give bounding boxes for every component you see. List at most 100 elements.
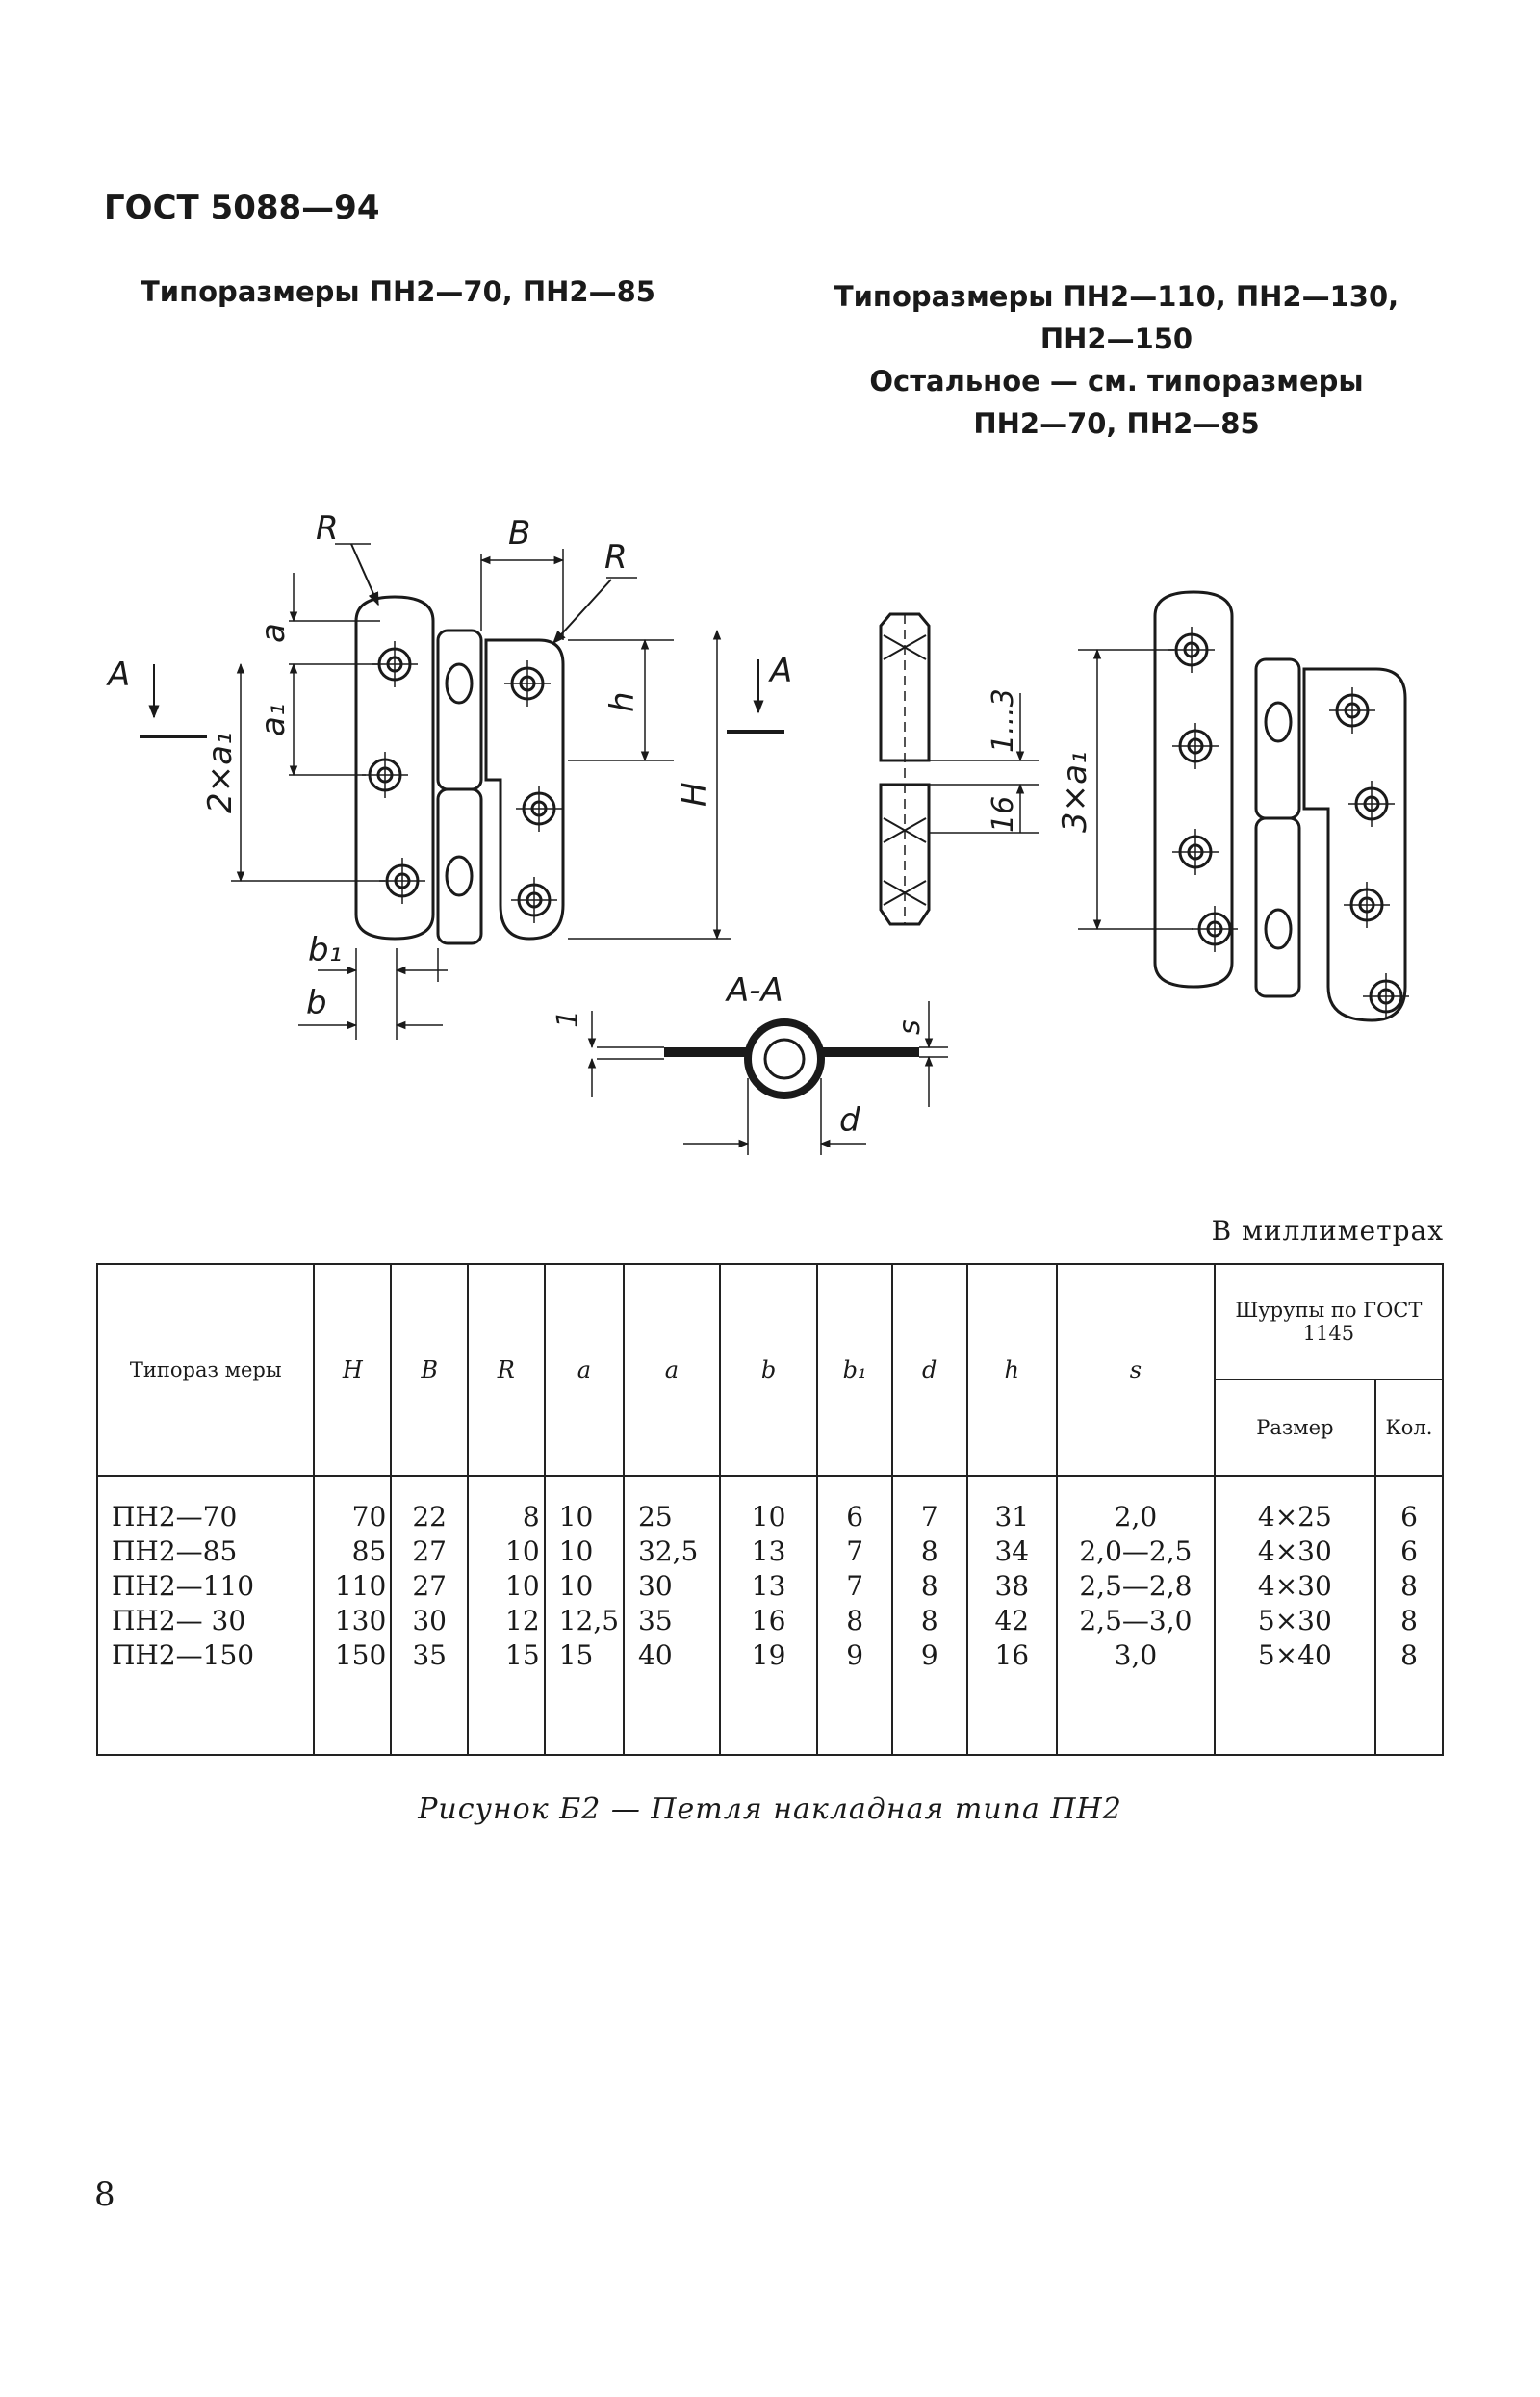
caption-right-line-2: ПН2—150	[1040, 322, 1194, 355]
col-R: 8 10 10 12 15	[467, 1475, 546, 1756]
knuckle-upper	[436, 629, 483, 791]
table-cell: 12,5	[558, 1605, 620, 1637]
table-cell: 10	[558, 1570, 594, 1602]
table-cell: 2,0—2,5	[1079, 1535, 1193, 1567]
table-cell: 3,0	[1114, 1639, 1158, 1671]
label-H: H	[676, 782, 714, 807]
label-1: 1	[552, 1010, 585, 1028]
side-view: 1...3 16	[879, 612, 1040, 926]
header-screws: Шурупы по ГОСТ 1145	[1213, 1263, 1445, 1380]
col-screw-qty: 6 6 8 8 8	[1374, 1475, 1444, 1756]
table-cell: 15	[505, 1639, 540, 1671]
label-A-right: A	[768, 652, 792, 690]
table-cell: 2,0	[1114, 1501, 1158, 1533]
label-R1: R	[316, 509, 339, 548]
screw-hole	[362, 752, 408, 798]
figure-caption: Рисунок Б2 — Петля накладная типа ПН2	[418, 1792, 1122, 1826]
table-cell: ПН2— 30	[112, 1605, 246, 1637]
col-a: 10 10 10 12,5 15	[543, 1475, 626, 1756]
table-cell: 70	[351, 1501, 387, 1533]
table-cell: 6	[1400, 1535, 1418, 1567]
header-screw-qty: Кол.	[1374, 1379, 1444, 1477]
header-b: b	[718, 1263, 819, 1477]
table-cell: 10	[558, 1535, 594, 1567]
table-cell: 150	[334, 1639, 387, 1671]
label-b1: b₁	[308, 931, 342, 969]
col-size: ПН2—70 ПН2—85 ПН2—110 ПН2— 30 ПН2—150	[95, 1475, 316, 1756]
table-cell: 10	[558, 1501, 594, 1533]
label-h: h	[603, 691, 642, 712]
table-cell: ПН2—150	[112, 1639, 255, 1671]
table-cell: 7	[846, 1570, 864, 1602]
table-cell: 10	[751, 1501, 786, 1533]
caption-right-line-1: Типоразмеры ПН2—110, ПН2—130,	[834, 280, 1399, 313]
caption-right-line-4: ПН2—70, ПН2—85	[973, 407, 1260, 440]
table-cell: 9	[920, 1639, 938, 1671]
table-cell: 8	[846, 1605, 864, 1637]
page-number: 8	[94, 2176, 116, 2214]
label-A-left: A	[106, 656, 130, 694]
col-b: 10 13 13 16 19	[718, 1475, 819, 1756]
table-cell: 30	[412, 1605, 447, 1637]
table-cell: 8	[920, 1605, 938, 1637]
header-B: B	[390, 1263, 469, 1477]
table-cell: 2,5—2,8	[1079, 1570, 1193, 1602]
table-cell: 4×25	[1257, 1501, 1332, 1533]
header-screw-size: Размер	[1213, 1379, 1377, 1477]
label-section: A-A	[725, 971, 783, 1010]
table-cell: 5×40	[1257, 1639, 1332, 1671]
label-s: s	[893, 1019, 927, 1035]
col-b1: 6 7 7 8 9	[816, 1475, 893, 1756]
header-d: d	[890, 1263, 968, 1477]
table-cell: 16	[994, 1639, 1030, 1671]
table-cell: 2,5—3,0	[1079, 1605, 1193, 1637]
table-cell: 10	[505, 1570, 540, 1602]
col-H: 70 85 110 130 150	[313, 1475, 393, 1756]
col-B: 22 27 27 30 35	[390, 1475, 469, 1756]
table-cell: ПН2—110	[112, 1570, 255, 1602]
table-cell: 8	[1400, 1570, 1418, 1602]
dimensions-table: Типораз меры H B R a a b b₁ d h s Шурупы…	[95, 1263, 1445, 1756]
table-cell: 130	[334, 1605, 387, 1637]
label-2xa1: 2×a₁	[201, 732, 240, 813]
col-d: 7 8 8 8 9	[890, 1475, 968, 1756]
table-cell: 27	[412, 1570, 447, 1602]
header-b1: b₁	[816, 1263, 893, 1477]
header-s: s	[1056, 1263, 1216, 1477]
label-16: 16	[987, 796, 1020, 833]
table-cell: 19	[751, 1639, 786, 1671]
table-cell: 38	[994, 1570, 1030, 1602]
table-cell: 7	[846, 1535, 864, 1567]
table-cell: 5×30	[1257, 1605, 1332, 1637]
knuckle-lower	[436, 787, 483, 945]
section-view: A-A 1 s d	[552, 971, 948, 1155]
col-a1: 25 32,5 30 35 40	[623, 1475, 721, 1756]
table-cell: 35	[412, 1639, 447, 1671]
table-cell: 40	[638, 1639, 673, 1671]
table-cell: 4×30	[1257, 1570, 1332, 1602]
table-cell: 15	[558, 1639, 594, 1671]
right-hinge-view: 3×a₁	[1056, 590, 1409, 1022]
table-cell: 7	[920, 1501, 938, 1533]
caption-right-line-3: Остальное — см. типоразмеры	[869, 365, 1364, 398]
header-h: h	[965, 1263, 1059, 1477]
table-cell: 13	[751, 1570, 786, 1602]
table-cell: 9	[846, 1639, 864, 1671]
label-a: a	[254, 623, 293, 643]
table-cell: 8	[920, 1570, 938, 1602]
table-cell: 32,5	[638, 1535, 699, 1567]
table-cell: 25	[638, 1501, 673, 1533]
screw-hole	[504, 660, 551, 707]
label-R2: R	[604, 538, 628, 577]
table-cell: 8	[1400, 1639, 1418, 1671]
units-note: В миллиметрах	[1211, 1215, 1444, 1247]
table-cell: ПН2—85	[112, 1535, 238, 1567]
table-cell: 27	[412, 1535, 447, 1567]
table-cell: 110	[334, 1570, 387, 1602]
table-cell: 16	[751, 1605, 786, 1637]
table-cell: 10	[505, 1535, 540, 1567]
label-1-3: 1...3	[987, 688, 1020, 753]
col-h: 31 34 38 42 16	[965, 1475, 1059, 1756]
table-cell: 22	[412, 1501, 447, 1533]
table-cell: 6	[1400, 1501, 1418, 1533]
